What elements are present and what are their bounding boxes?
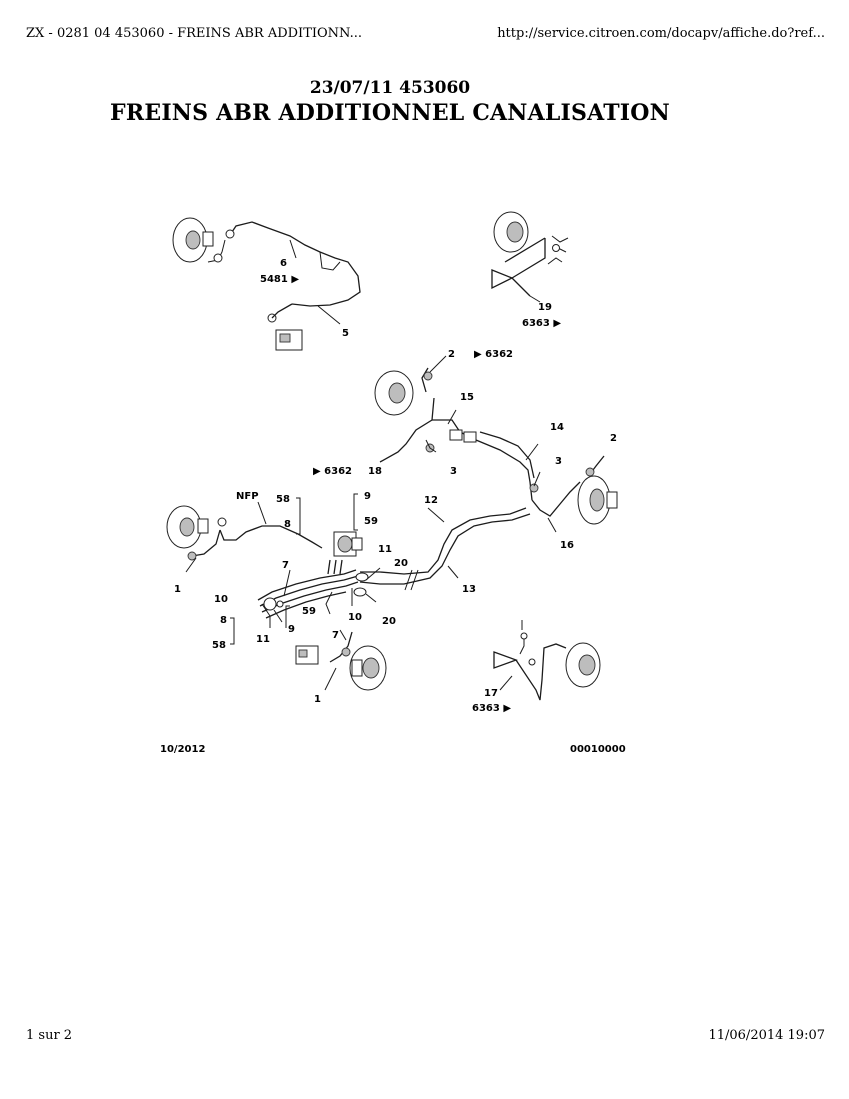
label-7-top: 7 (282, 560, 289, 571)
label-11-bottom: 11 (256, 634, 270, 645)
diagram-image-ref: 00010000 (570, 744, 626, 755)
rear-disc-right-part (577, 475, 618, 525)
page-counter: 1 sur 2 (26, 1028, 73, 1043)
label-6363-top: 6363 ▶ (522, 318, 561, 329)
pipe-12 (360, 507, 527, 575)
label-6: 6 (280, 258, 287, 269)
pipe-nfp (219, 525, 323, 549)
label-10-left: 10 (214, 594, 228, 605)
label-nfp: NFP (236, 491, 259, 502)
print-timestamp: 11/06/2014 19:07 (708, 1028, 825, 1043)
label-17: 17 (484, 688, 498, 699)
bracket-8-58-bottom (230, 617, 235, 645)
label-19: 19 (538, 302, 552, 313)
label-14: 14 (550, 422, 564, 433)
label-2-right: 2 (610, 433, 617, 444)
label-59-bottom: 59 (302, 606, 316, 617)
pipe-13 (359, 513, 531, 585)
label-5: 5 (342, 328, 349, 339)
label-8-top: 8 (284, 519, 291, 530)
bracket-19 (491, 237, 546, 297)
label-7-bottom: 7 (332, 630, 339, 641)
rear-drum-top-part (493, 211, 529, 253)
bracket-9-bottom (285, 605, 290, 628)
pipe-18 (379, 397, 435, 463)
label-5481: 5481 ▶ (260, 274, 299, 285)
label-9-bottom: 9 (288, 624, 295, 635)
bracket-58-8-top (296, 497, 301, 535)
label-18: 18 (368, 466, 382, 477)
label-9-top: 9 (364, 491, 371, 502)
label-3-right: 3 (555, 456, 562, 467)
pipe-14 (479, 431, 535, 479)
header-url[interactable]: http://service.citroen.com/docapv/affich… (497, 26, 825, 41)
label-10-bottom: 10 (348, 612, 362, 623)
label-58-bottom: 58 (212, 640, 226, 651)
rear-wheel-bottom-part (349, 645, 387, 691)
label-58-top: 58 (276, 494, 290, 505)
abs-module-part (267, 313, 303, 351)
diagram-date-code: 10/2012 (160, 744, 205, 755)
document-title: FREINS ABR ADDITIONNEL CANALISATION (110, 100, 670, 126)
pipe-16 (531, 481, 581, 517)
label-3-center: 3 (450, 466, 457, 477)
label-8-bottom: 8 (220, 615, 227, 626)
label-12: 12 (424, 495, 438, 506)
pipe-5 (271, 303, 293, 319)
label-16: 16 (560, 540, 574, 551)
label-2-top: 2 (448, 349, 455, 360)
label-13: 13 (462, 584, 476, 595)
pipe-6 (227, 221, 361, 307)
front-wheel-left-part (166, 505, 209, 549)
label-20-top: 20 (394, 558, 408, 569)
abs-module-bottom-part (295, 645, 319, 665)
hydraulic-block-part (333, 531, 363, 557)
document-date-reference: 23/07/11 453060 (309, 78, 471, 98)
label-59-top: 59 (364, 516, 378, 527)
label-11-top: 11 (378, 544, 392, 555)
label-1-left: 1 (174, 584, 181, 595)
center-drum-part (374, 370, 414, 416)
label-1-bottom: 1 (314, 694, 321, 705)
front-left-wheel-part (172, 217, 214, 263)
bracket-9-59-top (353, 493, 358, 531)
label-6362-left: ▶ 6362 (313, 466, 352, 477)
pipe-15 (432, 419, 533, 501)
header-page-title: ZX - 0281 04 453060 - FREINS ABR ADDITIO… (26, 26, 362, 41)
label-15: 15 (460, 392, 474, 403)
label-6363-bottom: 6363 ▶ (472, 703, 511, 714)
hose-2-top (421, 367, 429, 393)
label-6362-top: ▶ 6362 (474, 349, 513, 360)
bracket-17 (493, 643, 567, 701)
rear-drum-bottom-part (565, 642, 601, 688)
label-20-bottom: 20 (382, 616, 396, 627)
pipe-bundle-7 (257, 569, 357, 601)
hose-1-left (191, 529, 221, 557)
